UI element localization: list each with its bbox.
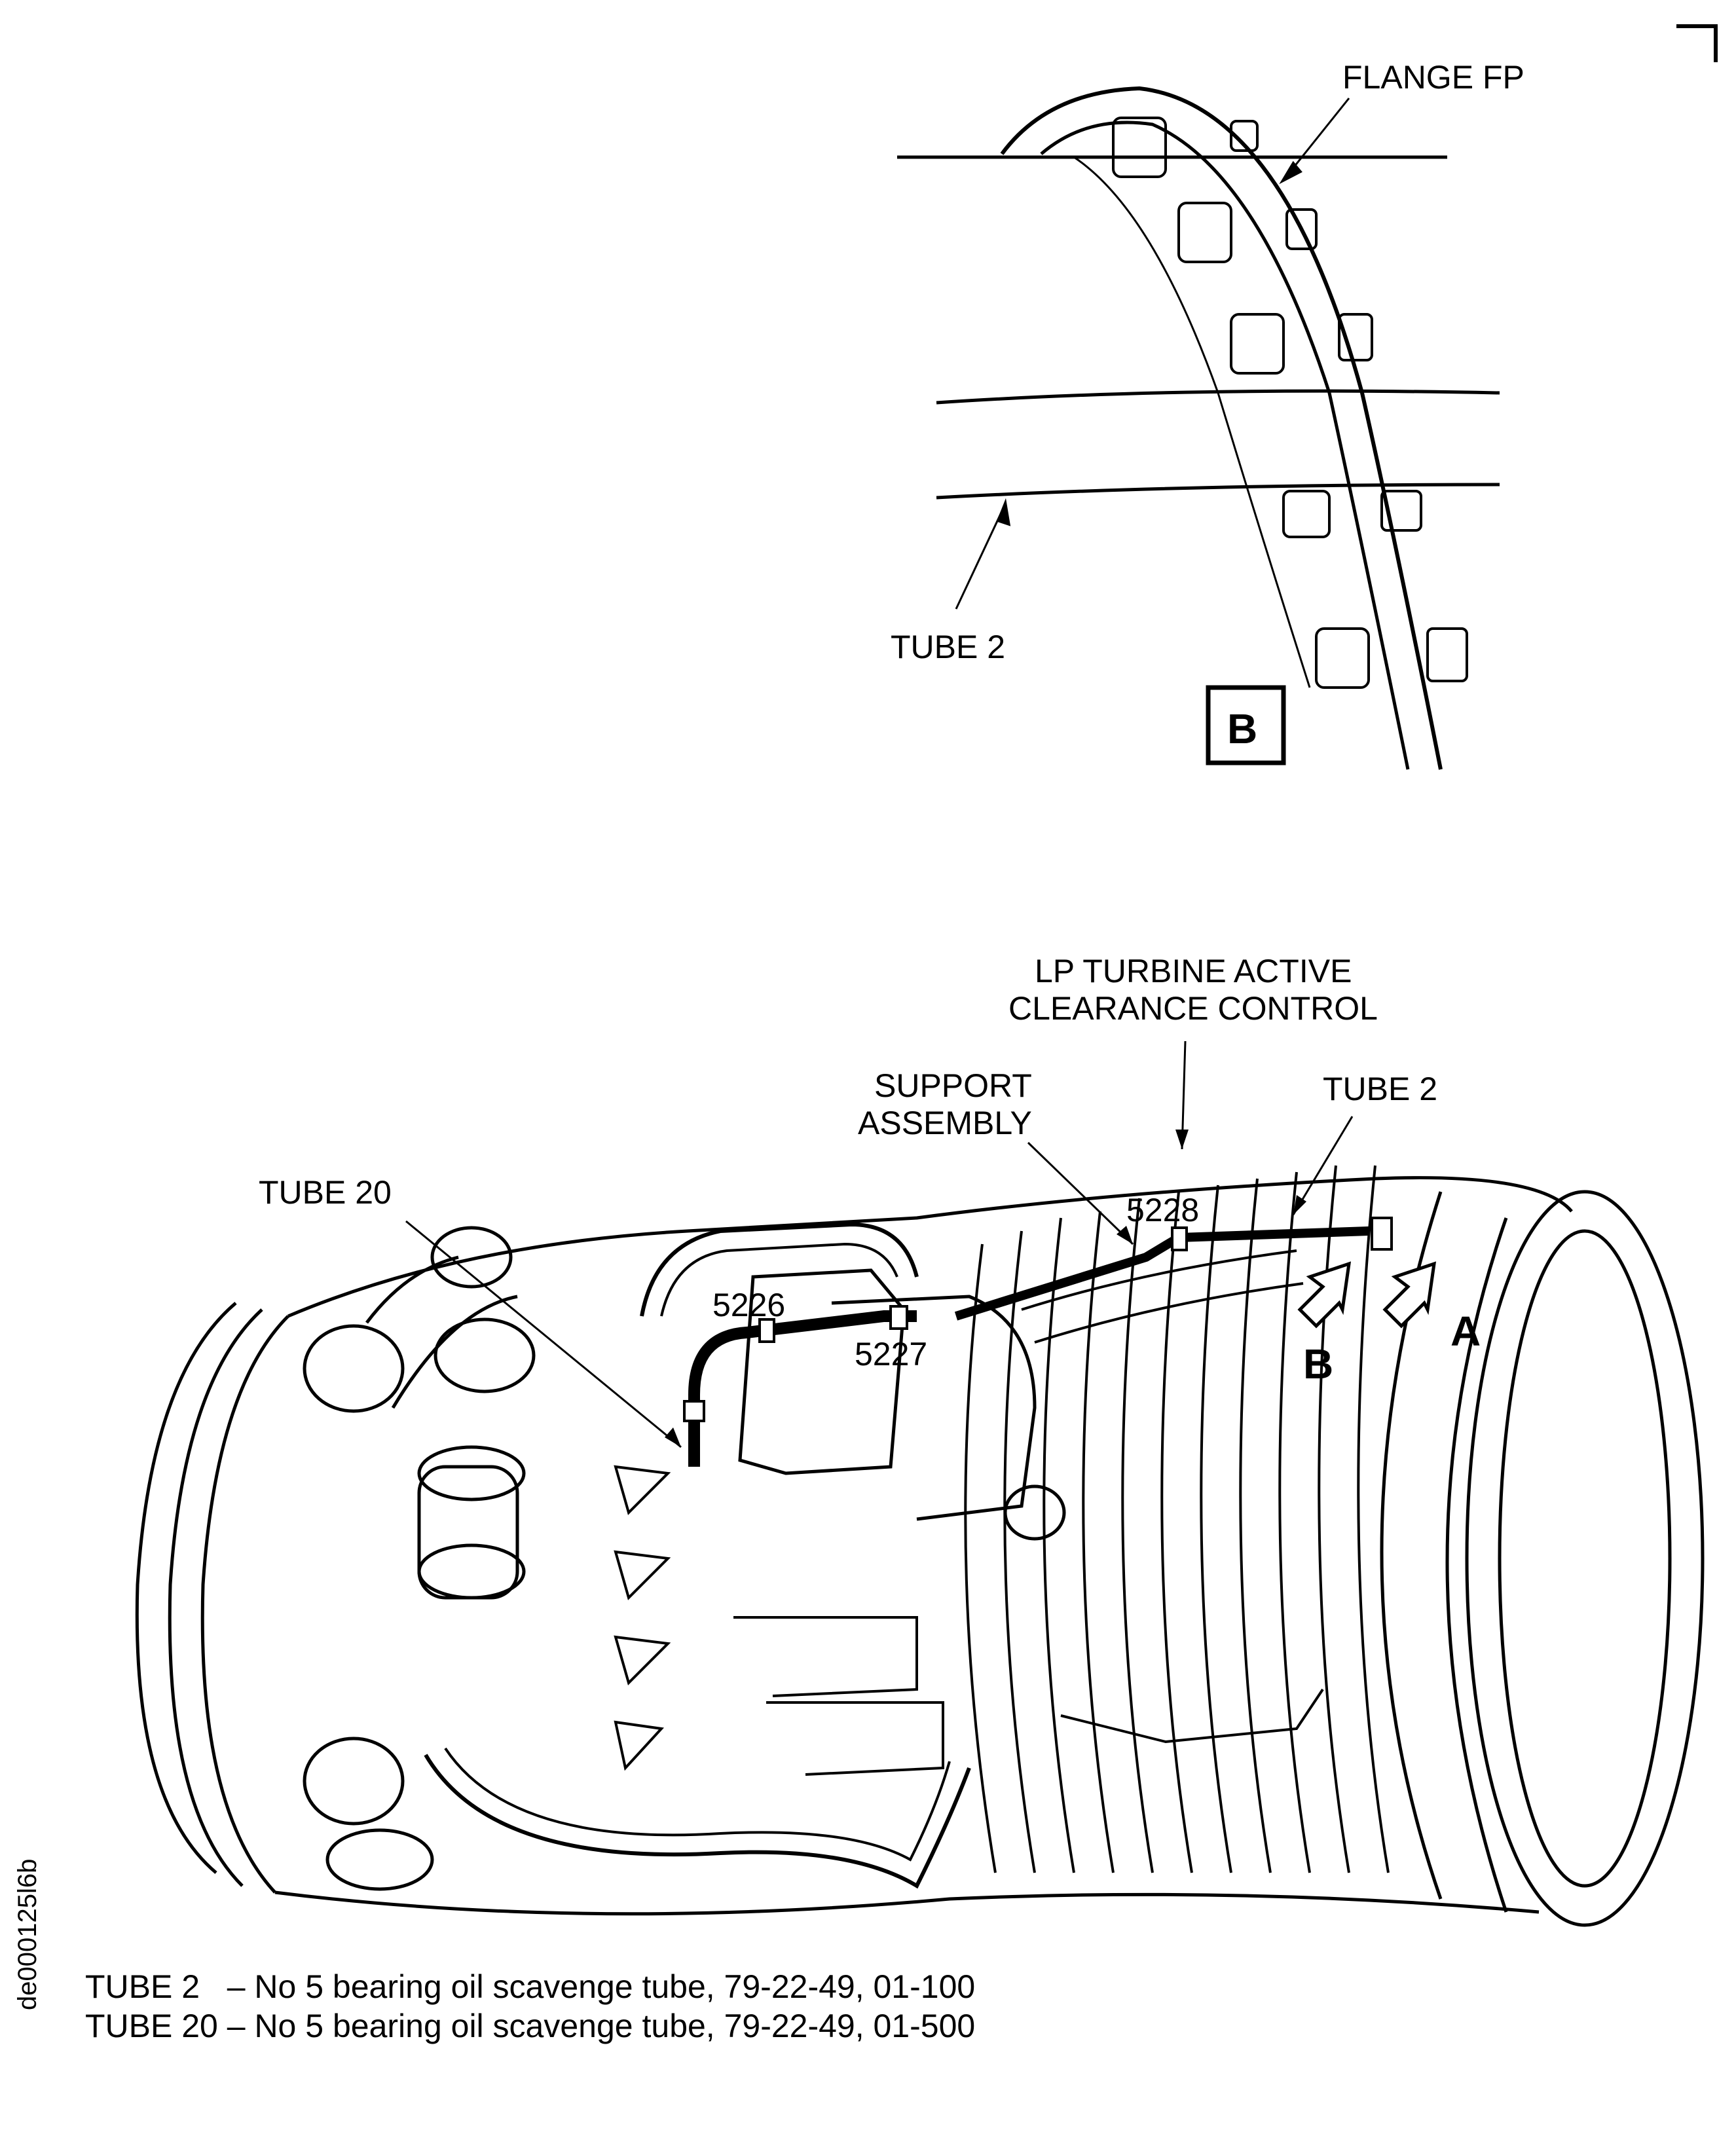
arrow-a-label: A [1450, 1308, 1481, 1355]
lp-turbine-label-line2: CLEARANCE CONTROL [1008, 990, 1378, 1027]
arrow-b-label: B [1303, 1340, 1333, 1388]
ref-5228: 5228 [1126, 1192, 1199, 1228]
tube-2-upper [954, 1226, 1369, 1321]
lp-turbine-label-line1: LP TURBINE ACTIVE [1035, 953, 1352, 989]
tube-2 [688, 1310, 917, 1467]
ref-5226: 5226 [712, 1287, 785, 1323]
support-assembly-label-line2: ASSEMBLY [858, 1105, 1032, 1141]
detail-b-view [897, 86, 1500, 770]
flange-bolts [1112, 117, 1468, 689]
flange-fp-label: FLANGE FP [1342, 59, 1524, 96]
arrow-a-indicator [1382, 1261, 1437, 1329]
view-b-letter: B [1227, 705, 1257, 752]
corner-mark [1676, 24, 1718, 62]
legend-line-tube2: TUBE 2 – No 5 bearing oil scavenge tube,… [85, 1968, 976, 2005]
tube-clamps [683, 1217, 1393, 1422]
arrow-b-indicator [1297, 1261, 1352, 1329]
ref-5227: 5227 [855, 1336, 927, 1372]
engine-body [135, 1165, 1705, 1927]
tube-20-label: TUBE 20 [259, 1174, 392, 1211]
tube-2-label: TUBE 2 [1323, 1071, 1437, 1107]
turbine-fins [964, 1165, 1390, 1873]
detail-b-tube2-label: TUBE 2 [891, 629, 1005, 665]
support-assembly-label-line1: SUPPORT [874, 1067, 1032, 1104]
case-vents [614, 1465, 671, 1771]
document-id: de000125l6b [13, 1858, 42, 2010]
legend-line-tube20: TUBE 20 – No 5 bearing oil scavenge tube… [85, 2008, 976, 2044]
